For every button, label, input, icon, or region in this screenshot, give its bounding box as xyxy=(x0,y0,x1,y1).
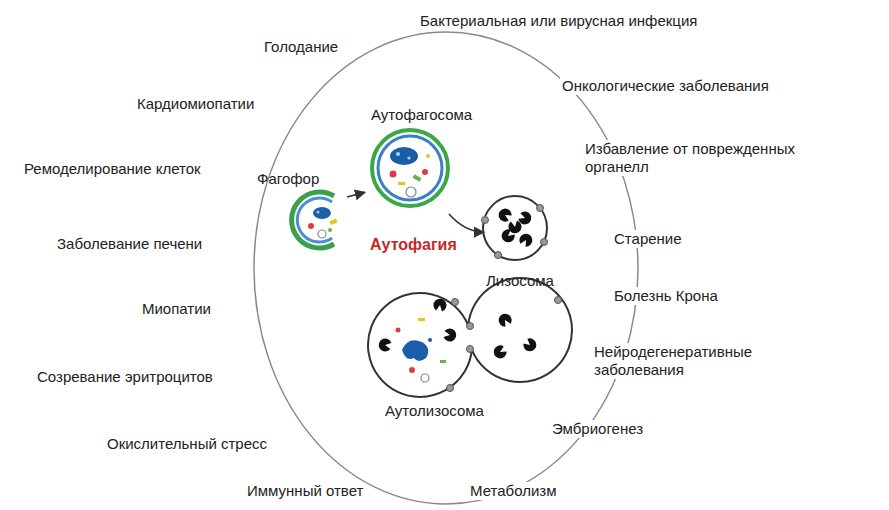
context-label: Кардиомиопатии xyxy=(135,95,256,113)
autophagosome-drawing xyxy=(372,130,448,206)
context-label: Миопатии xyxy=(140,300,213,318)
context-label: Старение xyxy=(612,230,684,248)
phagophore-drawing xyxy=(292,192,338,248)
lysosome-drawing xyxy=(482,196,548,260)
organelle-label: Аутолизосома xyxy=(385,402,484,420)
organelle-label: Аутофагосома xyxy=(371,106,472,124)
process-label: Аутофагия xyxy=(368,236,459,254)
context-label: Созревание эритроцитов xyxy=(35,368,215,386)
context-label: Заболевание печени xyxy=(55,235,204,253)
organelle-label: Фагофор xyxy=(257,170,319,188)
context-label: Окислительный стресс xyxy=(105,435,269,453)
context-label: Ремоделирование клеток xyxy=(22,160,203,178)
context-label: Метаболизм xyxy=(468,482,558,500)
flow-arrow xyxy=(347,192,365,197)
context-label: Болезнь Крона xyxy=(612,287,720,305)
context-label: Онкологические заболевания xyxy=(560,77,771,95)
organelle-node: Аутофагосома xyxy=(365,106,477,214)
context-label: Избавление от поврежденных органелл xyxy=(583,140,847,176)
context-label: Эмбриогенез xyxy=(550,420,645,438)
organelle-node: Фагофор xyxy=(255,170,347,260)
organelle-label: Лизосома xyxy=(486,272,554,290)
autolysosome-drawing xyxy=(368,278,572,397)
organelle-node: Лизосома xyxy=(484,196,579,294)
organelle-node: Аутолизосома xyxy=(365,290,575,430)
context-label: Иммунный ответ xyxy=(245,482,365,500)
context-label: Бактериальная или вирусная инфекция xyxy=(418,12,699,30)
flow-arrow xyxy=(449,214,484,232)
context-label: Нейродегенеративные заболевания xyxy=(592,343,806,379)
context-label: Голодание xyxy=(262,38,340,56)
